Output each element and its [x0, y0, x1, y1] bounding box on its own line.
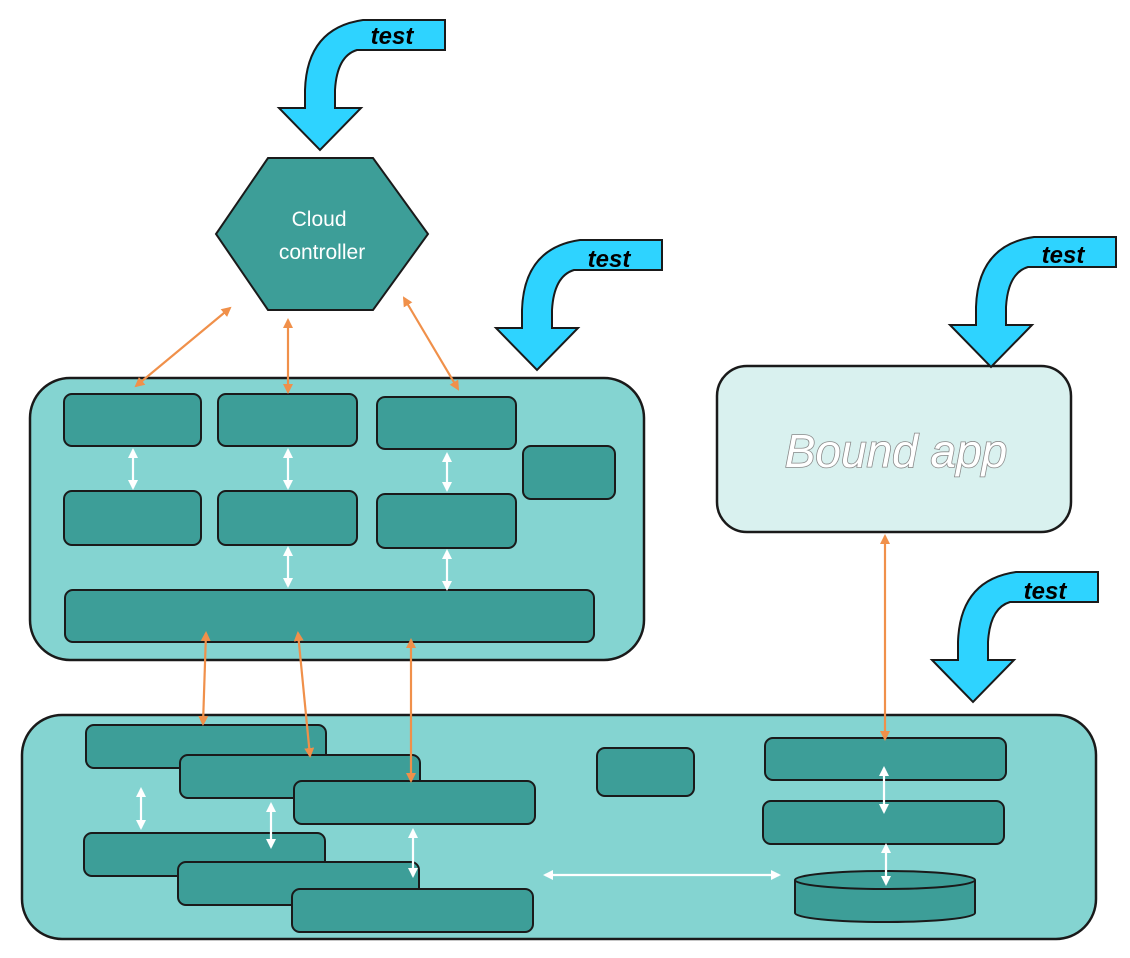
- shared-bus-box: [64, 589, 595, 643]
- test-label: test: [1042, 242, 1086, 269]
- curved-down-arrow-icon: [278, 19, 446, 151]
- test-arrow-cloud-controller: test: [278, 19, 446, 151]
- connector-arrow: [198, 631, 211, 726]
- connector-arrow: [402, 296, 460, 391]
- curved-down-arrow-icon: [949, 236, 1117, 368]
- component-box: [376, 493, 517, 549]
- component-box: [522, 445, 616, 500]
- component-box: [596, 747, 695, 797]
- bound-app-node: [715, 364, 1073, 534]
- bound-app-label: Bound app: [785, 425, 1008, 477]
- component-box: [293, 780, 536, 825]
- component-box: [63, 490, 202, 546]
- component-box: [217, 490, 358, 546]
- connector-arrow: [293, 631, 315, 758]
- component-box: [764, 737, 1007, 781]
- cloud-controller-label: Cloud controller: [279, 208, 365, 264]
- component-box: [376, 396, 517, 450]
- test-arrow-upper-tier: test: [495, 239, 663, 371]
- connector-arrow: [134, 306, 232, 388]
- test-arrow-bound-app: test: [949, 236, 1117, 368]
- component-box: [291, 888, 534, 933]
- test-label: test: [588, 246, 632, 273]
- component-box: [63, 393, 202, 447]
- test-arrow-services: test: [931, 571, 1099, 703]
- curved-down-arrow-icon: [931, 571, 1099, 703]
- test-label: test: [371, 23, 415, 50]
- cloud-controller-node: [214, 157, 430, 311]
- test-label: test: [1024, 578, 1068, 605]
- curved-down-arrow-icon: [495, 239, 663, 371]
- component-box: [217, 393, 358, 447]
